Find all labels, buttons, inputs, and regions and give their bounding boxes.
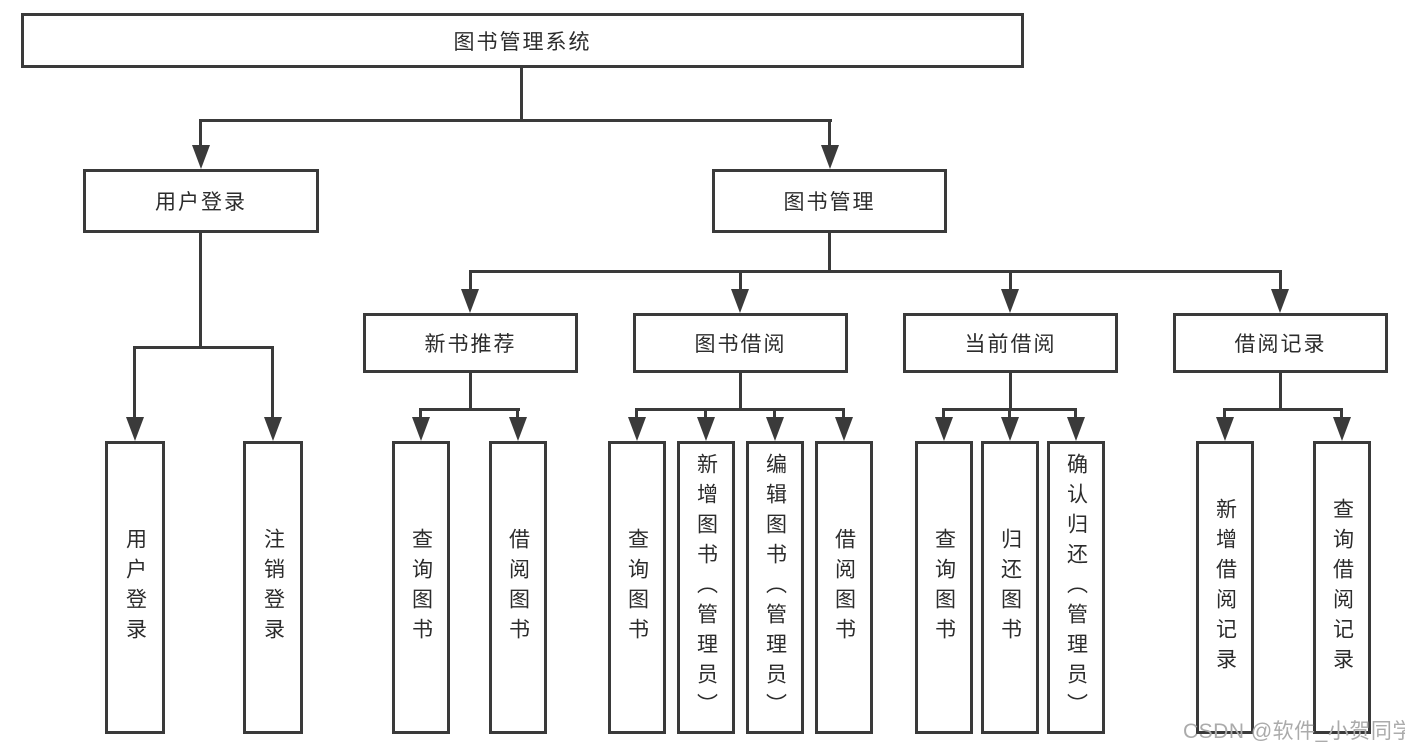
node-root: 图书管理系统: [21, 13, 1024, 68]
leaf-edit-book-admin: 编辑图书（管理员）: [746, 441, 804, 734]
leaf-label: 借阅图书: [832, 527, 856, 648]
node-new-book-recommend: 新书推荐: [363, 313, 578, 373]
leaf-label: 归还图书: [998, 527, 1022, 648]
connector-line: [842, 411, 845, 419]
arrow-down-icon: [628, 417, 646, 441]
node-borrowing-records-label: 借阅记录: [1234, 333, 1327, 356]
connector-line: [520, 68, 523, 120]
leaf-label: 查询借阅记录: [1330, 497, 1354, 678]
watermark-text: CSDN @软件_小贺同学: [1183, 720, 1405, 743]
connector-line: [271, 349, 274, 418]
leaf-borrow-books-borrowing: 借阅图书: [815, 441, 873, 734]
connector-line: [1223, 411, 1226, 419]
leaf-return-book: 归还图书: [981, 441, 1039, 734]
arrow-down-icon: [1001, 417, 1019, 441]
leaf-borrow-books-recommend: 借阅图书: [489, 441, 547, 734]
connector-line: [635, 408, 845, 411]
connector-line: [1279, 373, 1282, 408]
connector-line: [133, 349, 136, 418]
connector-line: [516, 411, 519, 419]
arrow-down-icon: [1333, 417, 1351, 441]
leaf-label: 借阅图书: [506, 527, 530, 648]
connector-line: [199, 122, 202, 147]
connector-line: [1009, 273, 1012, 291]
arrow-down-icon: [835, 417, 853, 441]
leaf-confirm-return-admin: 确认归还（管理员）: [1047, 441, 1105, 734]
connector-line: [635, 411, 638, 419]
node-book-borrowing: 图书借阅: [633, 313, 848, 373]
arrow-down-icon: [766, 417, 784, 441]
connector-line: [704, 411, 707, 419]
arrow-down-icon: [412, 417, 430, 441]
arrow-down-icon: [731, 289, 749, 313]
leaf-label: 查询图书: [409, 527, 433, 648]
connector-line: [133, 346, 274, 349]
connector-line: [942, 408, 1077, 411]
arrow-down-icon: [1001, 289, 1019, 313]
connector-line: [419, 408, 520, 411]
node-root-label: 图书管理系统: [453, 30, 592, 54]
leaf-logout: 注销登录: [243, 441, 303, 734]
node-new-book-recommend-label: 新书推荐: [424, 333, 517, 356]
connector-line: [469, 270, 1282, 273]
connector-line: [773, 411, 776, 419]
arrow-down-icon: [461, 289, 479, 313]
leaf-query-books-borrowing: 查询图书: [608, 441, 666, 734]
leaf-label: 查询图书: [625, 527, 649, 648]
leaf-add-book-admin: 新增图书（管理员）: [677, 441, 735, 734]
leaf-label: 注销登录: [261, 527, 285, 648]
connector-line: [1009, 373, 1012, 408]
connector-line: [1008, 411, 1011, 419]
connector-line: [1223, 408, 1343, 411]
leaf-label: 用户登录: [123, 527, 147, 648]
node-book-management: 图书管理: [712, 169, 947, 233]
leaf-add-borrow-record: 新增借阅记录: [1196, 441, 1254, 734]
connector-line: [1074, 411, 1077, 419]
arrow-down-icon: [509, 417, 527, 441]
arrow-down-icon: [1271, 289, 1289, 313]
node-user-login-label: 用户登录: [155, 191, 247, 214]
connector-line: [419, 411, 422, 419]
leaf-query-books-current: 查询图书: [915, 441, 973, 734]
arrow-down-icon: [1216, 417, 1234, 441]
connector-line: [942, 411, 945, 419]
leaf-label: 编辑图书（管理员）: [763, 452, 787, 723]
arrow-down-icon: [697, 417, 715, 441]
connector-line: [469, 273, 472, 291]
connector-line: [199, 233, 202, 346]
node-user-login: 用户登录: [83, 169, 319, 233]
leaf-label: 确认归还（管理员）: [1064, 452, 1088, 723]
arrow-down-icon: [264, 417, 282, 441]
arrow-down-icon: [192, 145, 210, 169]
node-current-borrowing-label: 当前借阅: [964, 333, 1057, 356]
arrow-down-icon: [1067, 417, 1085, 441]
leaf-label: 新增图书（管理员）: [694, 452, 718, 723]
connector-line: [469, 373, 472, 408]
connector-line: [739, 373, 742, 408]
leaf-label: 查询图书: [932, 527, 956, 648]
connector-line: [199, 119, 832, 122]
arrow-down-icon: [126, 417, 144, 441]
connector-line: [828, 233, 831, 270]
node-borrowing-records: 借阅记录: [1173, 313, 1388, 373]
connector-line: [1340, 411, 1343, 419]
leaf-user-login: 用户登录: [105, 441, 165, 734]
arrow-down-icon: [935, 417, 953, 441]
node-book-management-label: 图书管理: [783, 191, 876, 214]
connector-line: [1279, 273, 1282, 291]
leaf-query-borrow-record: 查询借阅记录: [1313, 441, 1371, 734]
node-book-borrowing-label: 图书借阅: [694, 333, 787, 356]
leaf-label: 新增借阅记录: [1213, 497, 1237, 678]
node-current-borrowing: 当前借阅: [903, 313, 1118, 373]
connector-line: [739, 273, 742, 291]
connector-line: [828, 122, 831, 147]
arrow-down-icon: [821, 145, 839, 169]
leaf-query-books-recommend: 查询图书: [392, 441, 450, 734]
